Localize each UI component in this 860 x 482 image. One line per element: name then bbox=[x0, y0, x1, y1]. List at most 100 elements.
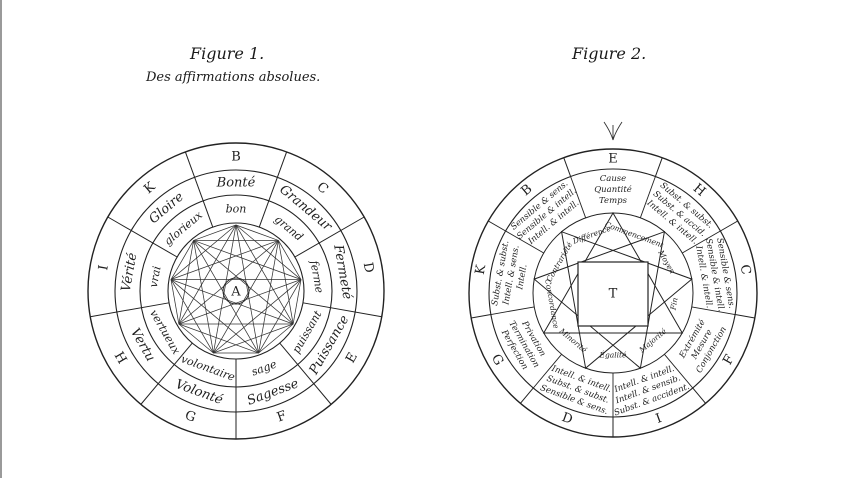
fig1-chord bbox=[235, 224, 302, 280]
fig2-star-word: Majorité bbox=[637, 326, 669, 355]
fig1-sector-dividers bbox=[90, 151, 382, 439]
fig1-chord bbox=[258, 240, 279, 354]
fig1-chord bbox=[213, 224, 237, 354]
fig1-divider bbox=[302, 302, 382, 318]
fig1-chord bbox=[178, 279, 302, 325]
fig1-chord bbox=[178, 240, 279, 325]
fig1-inner-word: bon bbox=[226, 203, 247, 216]
fig2-middle-divider bbox=[505, 230, 544, 254]
fig1-chord bbox=[170, 279, 294, 325]
fig1-outer-word: Volonté bbox=[173, 377, 225, 408]
fig1-chord bbox=[258, 323, 294, 354]
fig2-outer-divider bbox=[720, 220, 738, 232]
fig2-star-word: Fin bbox=[668, 297, 679, 312]
fig1-chord bbox=[170, 240, 194, 280]
fig1-letter-e: E bbox=[343, 350, 361, 366]
fig1-chord bbox=[178, 224, 237, 325]
fig1-letter-k: K bbox=[141, 179, 158, 197]
fig2-middle-divider bbox=[664, 353, 694, 389]
fig2-letter-k: K bbox=[473, 263, 490, 275]
fig2-outer-divider bbox=[692, 387, 706, 404]
fig2-top-mark bbox=[603, 121, 623, 141]
fig1-chord bbox=[292, 279, 302, 325]
fig1-outer-word: Vérité bbox=[119, 251, 141, 292]
fig1-chord bbox=[213, 279, 302, 354]
fig1-chord bbox=[170, 240, 279, 280]
figure2-title: Figure 2. bbox=[572, 44, 647, 63]
fig1-divider bbox=[294, 216, 365, 258]
fig1-chord bbox=[235, 224, 294, 325]
fig1-chord bbox=[193, 240, 302, 280]
fig1-inner-word: grand bbox=[272, 213, 306, 244]
fig2-ring-text: Temps bbox=[599, 196, 628, 206]
fig1-divider bbox=[184, 151, 214, 228]
fig1-inner-word: sage bbox=[250, 357, 279, 378]
fig1-outer-word: Sagesse bbox=[245, 376, 301, 409]
fig2-center-label: T bbox=[609, 287, 618, 302]
fig1-letter-b: B bbox=[231, 150, 241, 165]
fig1-divider bbox=[90, 302, 170, 318]
fig1-chord bbox=[193, 240, 294, 325]
fig1-center-label: A bbox=[230, 285, 241, 300]
fig1-chord bbox=[278, 240, 302, 280]
fig1-chord bbox=[213, 323, 294, 354]
fig1-letter-d: D bbox=[360, 261, 377, 274]
fig2-star-word: Concordance bbox=[543, 278, 561, 329]
fig1-divider bbox=[107, 216, 178, 258]
fig1-letter-i: I bbox=[96, 264, 112, 272]
fig1-inner-word: volontaire bbox=[179, 352, 237, 384]
fig1-chord bbox=[278, 240, 294, 325]
fig2-middle-divider bbox=[682, 230, 721, 254]
fig2-middle-divider bbox=[490, 306, 535, 315]
fig1-chord bbox=[178, 323, 259, 354]
fig2-letter-e: E bbox=[608, 152, 618, 167]
fig2-outer-divider bbox=[735, 314, 755, 319]
fig1-letter-h: H bbox=[111, 349, 130, 366]
fig2-center-square bbox=[577, 261, 649, 327]
fig1-outer-word: Bonté bbox=[216, 176, 256, 191]
fig1-inner-word: ferme bbox=[307, 259, 326, 295]
fig1-chord bbox=[258, 279, 302, 354]
fig2-outer-divider bbox=[471, 314, 491, 319]
fig1-outer-word: Vertu bbox=[127, 326, 158, 364]
fig1-divider bbox=[140, 342, 193, 405]
fig2-middle-divider bbox=[691, 306, 736, 315]
fig1-chord bbox=[235, 224, 279, 241]
fig2-ring-text: Intell. bbox=[515, 264, 529, 292]
fig2-ring-text: Cause bbox=[600, 174, 626, 184]
fig2-letter-i: I bbox=[654, 411, 664, 427]
fig2-letter-g: G bbox=[488, 352, 506, 368]
fig1-divider bbox=[279, 342, 332, 405]
fig2-star-word: Minorité bbox=[557, 326, 589, 355]
fig1-connecting-lines bbox=[170, 224, 302, 354]
fig2-middle-divider bbox=[639, 176, 656, 218]
fig2-star-word: Égalité bbox=[599, 351, 628, 360]
fig2-outer-divider bbox=[654, 157, 663, 177]
page-edge bbox=[0, 0, 2, 478]
fig2-outer-divider bbox=[563, 157, 572, 177]
fig1-chord bbox=[170, 224, 237, 280]
fig2-letter-c: C bbox=[737, 264, 754, 276]
fig2-letter-d: D bbox=[560, 410, 575, 428]
fig1-chord bbox=[193, 240, 259, 354]
figure1-title: Figure 1. bbox=[190, 44, 265, 63]
fig2-outer-divider bbox=[488, 220, 506, 232]
fig1-chord bbox=[213, 240, 279, 354]
fig1-inner-word: vrai bbox=[147, 265, 164, 288]
fig2-outer-divider bbox=[520, 387, 534, 404]
fig2-middle-divider bbox=[570, 176, 587, 218]
fig1-letter-f: F bbox=[275, 408, 289, 425]
fig2-middle-divider bbox=[532, 353, 562, 389]
fig2-ring-text: Quantité bbox=[594, 184, 632, 195]
fig2-sector-dividers bbox=[471, 157, 755, 437]
fig1-chord bbox=[170, 279, 259, 354]
figure1-subtitle: Des affirmations absolues. bbox=[146, 70, 321, 85]
fig1-chord bbox=[178, 240, 194, 325]
fig1-chord bbox=[178, 323, 214, 354]
fig1-chord bbox=[193, 240, 214, 354]
fig1-chord bbox=[170, 279, 180, 325]
